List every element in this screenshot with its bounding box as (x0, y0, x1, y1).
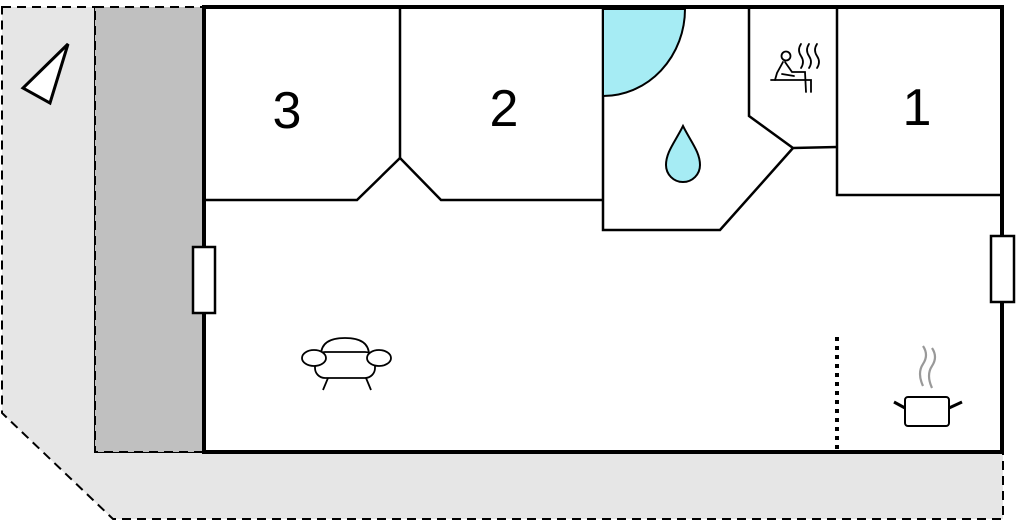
window-right (989, 234, 1016, 304)
water-drop-icon (664, 123, 702, 183)
cooking-pot-icon (893, 345, 963, 427)
covered-terrace (94, 6, 205, 453)
sauna-icon (770, 43, 820, 93)
sofa-icon (301, 337, 392, 391)
shower-tray-icon (602, 8, 687, 98)
room-number-1: 1 (903, 79, 932, 137)
window-left (191, 245, 217, 315)
north-arrow-icon (20, 42, 70, 106)
interior-walls (204, 7, 1002, 232)
room-number-3: 3 (273, 82, 302, 140)
room-number-2: 2 (490, 80, 519, 138)
